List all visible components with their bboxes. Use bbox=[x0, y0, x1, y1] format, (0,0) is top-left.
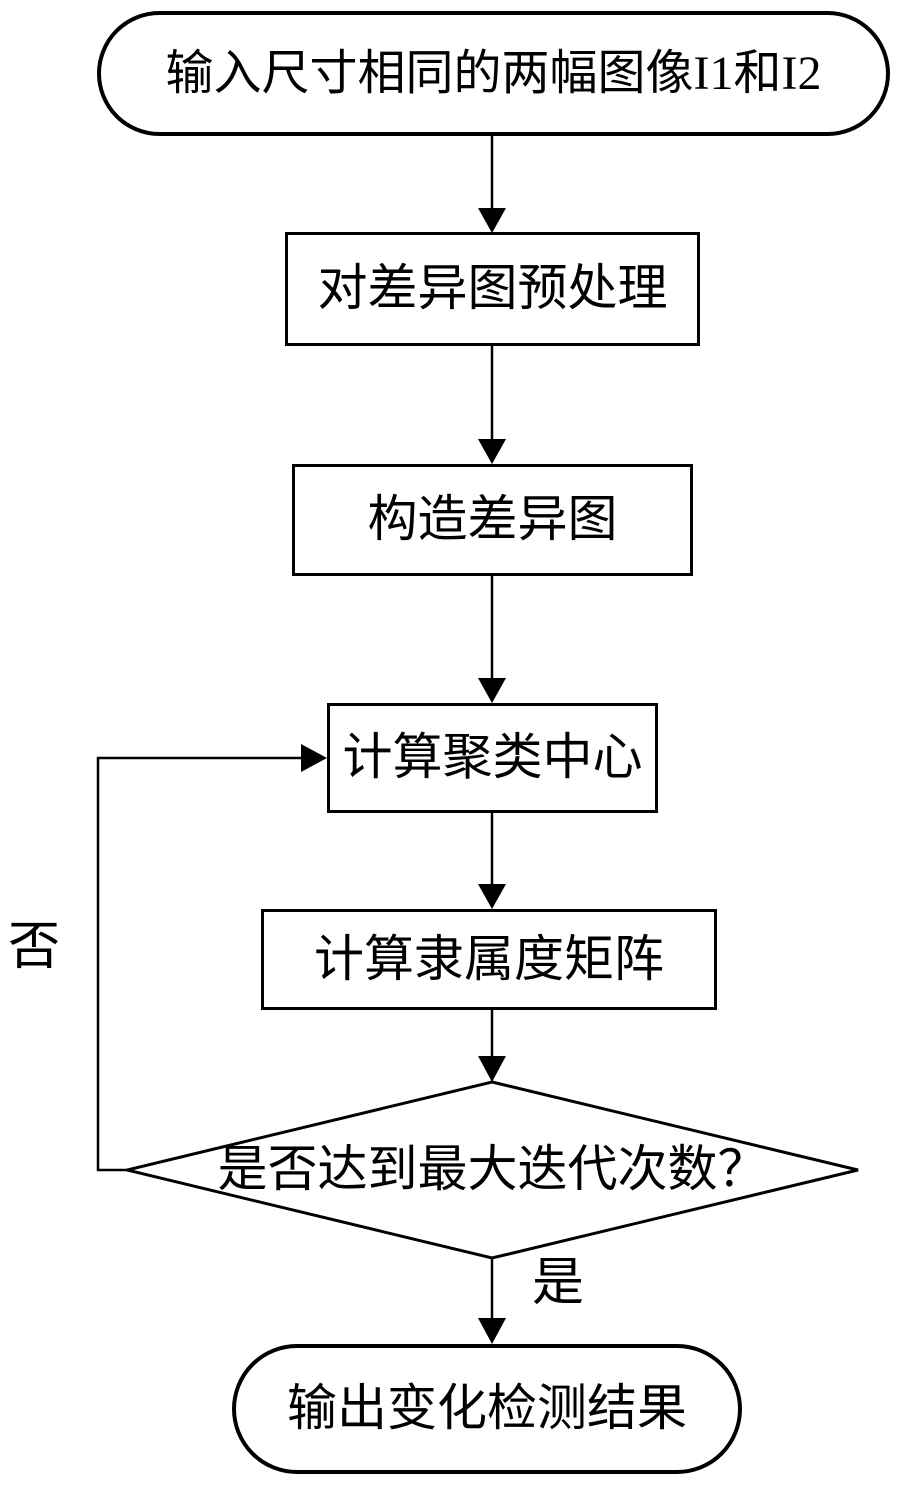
node-output-result-label: 输出变化检测结果 bbox=[287, 1380, 687, 1437]
no-branch-label: 否 bbox=[8, 919, 61, 976]
yes-branch-label: 是 bbox=[532, 1255, 585, 1312]
arrowhead-into-preprocess bbox=[478, 208, 506, 233]
arrowhead-into-construct bbox=[478, 439, 506, 464]
node-compute-membership-matrix-label: 计算隶属度矩阵 bbox=[314, 930, 664, 987]
node-preprocess-diff-image-label: 对差异图预处理 bbox=[317, 260, 668, 317]
node-decision-max-iterations-label: 是否达到最大迭代次数？ bbox=[217, 1141, 768, 1198]
arrowhead-into-membership bbox=[478, 884, 506, 909]
node-compute-cluster-centers: 计算聚类中心 bbox=[327, 703, 658, 813]
node-compute-cluster-centers-label: 计算聚类中心 bbox=[342, 729, 643, 786]
edge-decision-cluster-no-feedback bbox=[96, 756, 302, 1172]
arrowhead-feedback-into-cluster bbox=[301, 744, 327, 772]
arrowhead-into-decision bbox=[478, 1056, 506, 1082]
arrowhead-into-output bbox=[478, 1318, 506, 1344]
arrowhead-into-cluster bbox=[478, 678, 506, 703]
node-preprocess-diff-image: 对差异图预处理 bbox=[285, 232, 700, 346]
node-output-result: 输出变化检测结果 bbox=[232, 1344, 742, 1474]
node-input-images: 输入尺寸相同的两幅图像I1和I2 bbox=[97, 11, 890, 136]
node-compute-membership-matrix: 计算隶属度矩阵 bbox=[261, 909, 717, 1010]
node-decision-max-iterations: 是否达到最大迭代次数？ bbox=[127, 1082, 858, 1258]
node-input-images-label: 输入尺寸相同的两幅图像I1和I2 bbox=[165, 46, 822, 100]
node-construct-diff-image-label: 构造差异图 bbox=[367, 491, 618, 548]
node-construct-diff-image: 构造差异图 bbox=[292, 464, 693, 576]
